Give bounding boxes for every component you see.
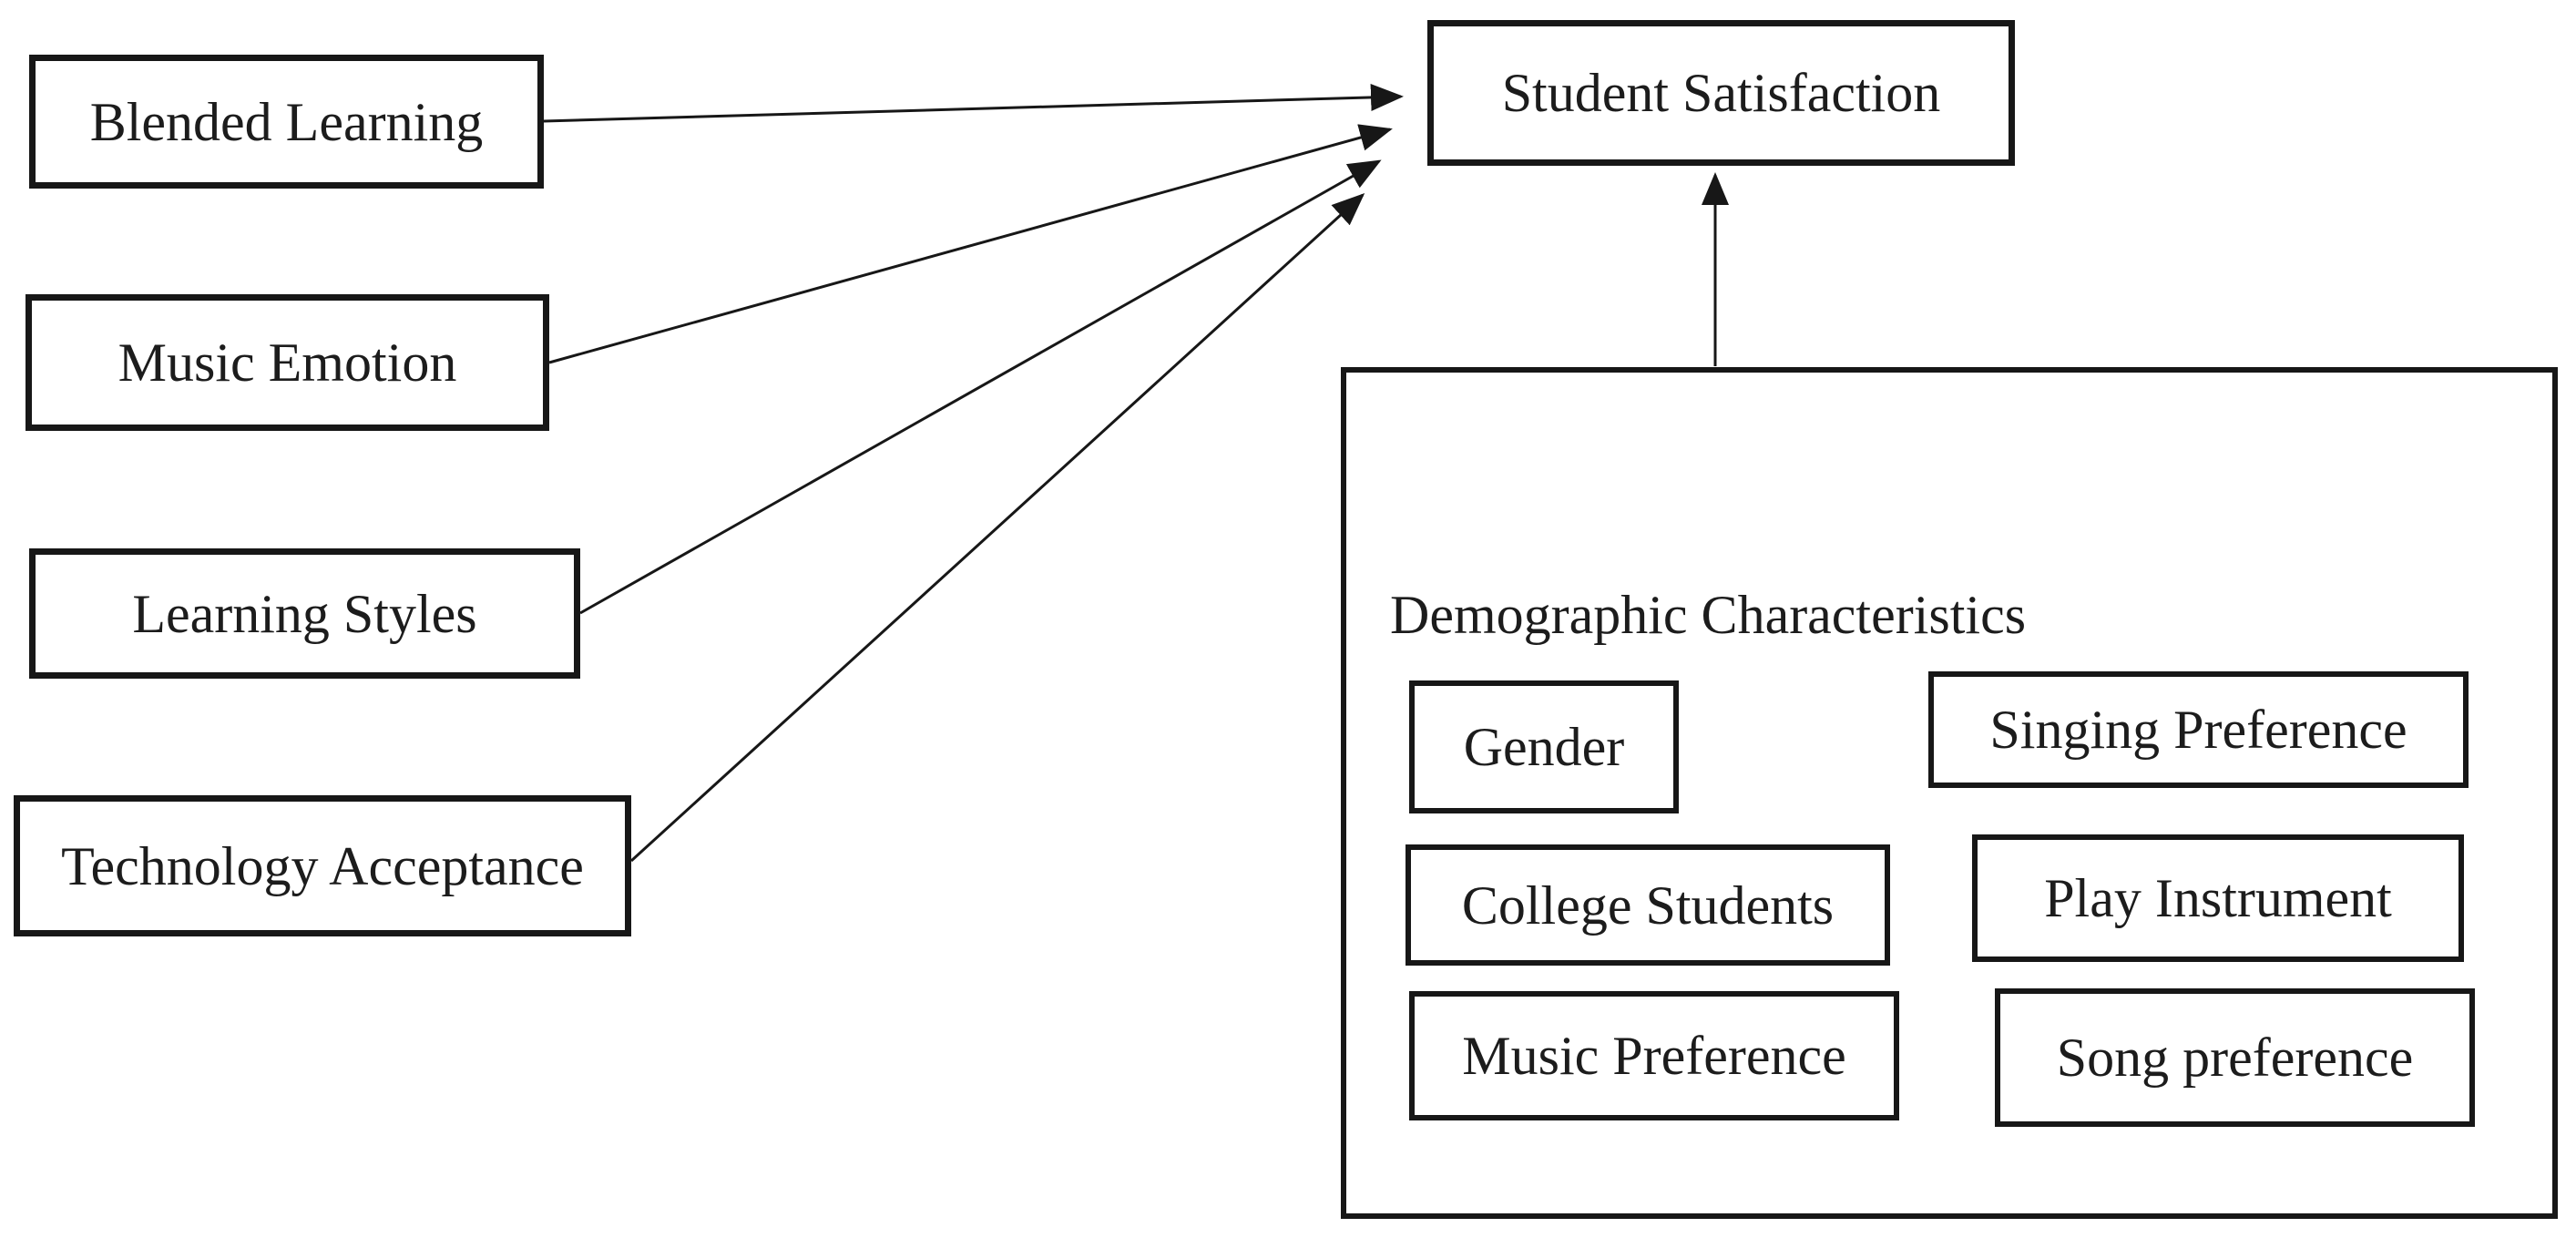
node-music-emotion: Music Emotion [26,294,549,431]
node-music-preference: Music Preference [1409,991,1899,1120]
node-label: College Students [1461,875,1835,936]
node-technology-acceptance: Technology Acceptance [14,795,631,936]
node-college-students: College Students [1406,844,1890,966]
node-play-instrument: Play Instrument [1972,834,2464,962]
node-blended-learning: Blended Learning [29,55,544,189]
node-label: Technology Acceptance [61,835,584,896]
node-label: Blended Learning [89,91,484,152]
node-label: Play Instrument [2044,868,2392,928]
node-song-preference: Song preference [1995,988,2475,1127]
arrow-technology-acceptance-to-satisfaction [629,192,1365,863]
arrow-music-emotion-to-satisfaction [548,124,1393,364]
node-label: Music Emotion [118,332,457,393]
node-gender: Gender [1409,680,1679,813]
arrow-learning-styles-to-satisfaction [579,159,1382,615]
node-label: Singing Preference [1989,700,2407,760]
node-label: Student Satisfaction [1501,63,1941,123]
node-label: Music Preference [1462,1026,1846,1086]
group-demographic-characteristics: Demographic Characteristics Gender Singi… [1341,367,2558,1219]
node-label: Learning Styles [132,583,477,644]
node-label: Song preference [2056,1028,2414,1088]
node-label: Gender [1463,717,1625,777]
node-singing-preference: Singing Preference [1928,671,2469,788]
arrow-blended-learning-to-satisfaction [543,83,1404,123]
node-student-satisfaction: Student Satisfaction [1427,20,2015,166]
node-learning-styles: Learning Styles [29,548,580,679]
group-title: Demographic Characteristics [1390,585,2027,645]
